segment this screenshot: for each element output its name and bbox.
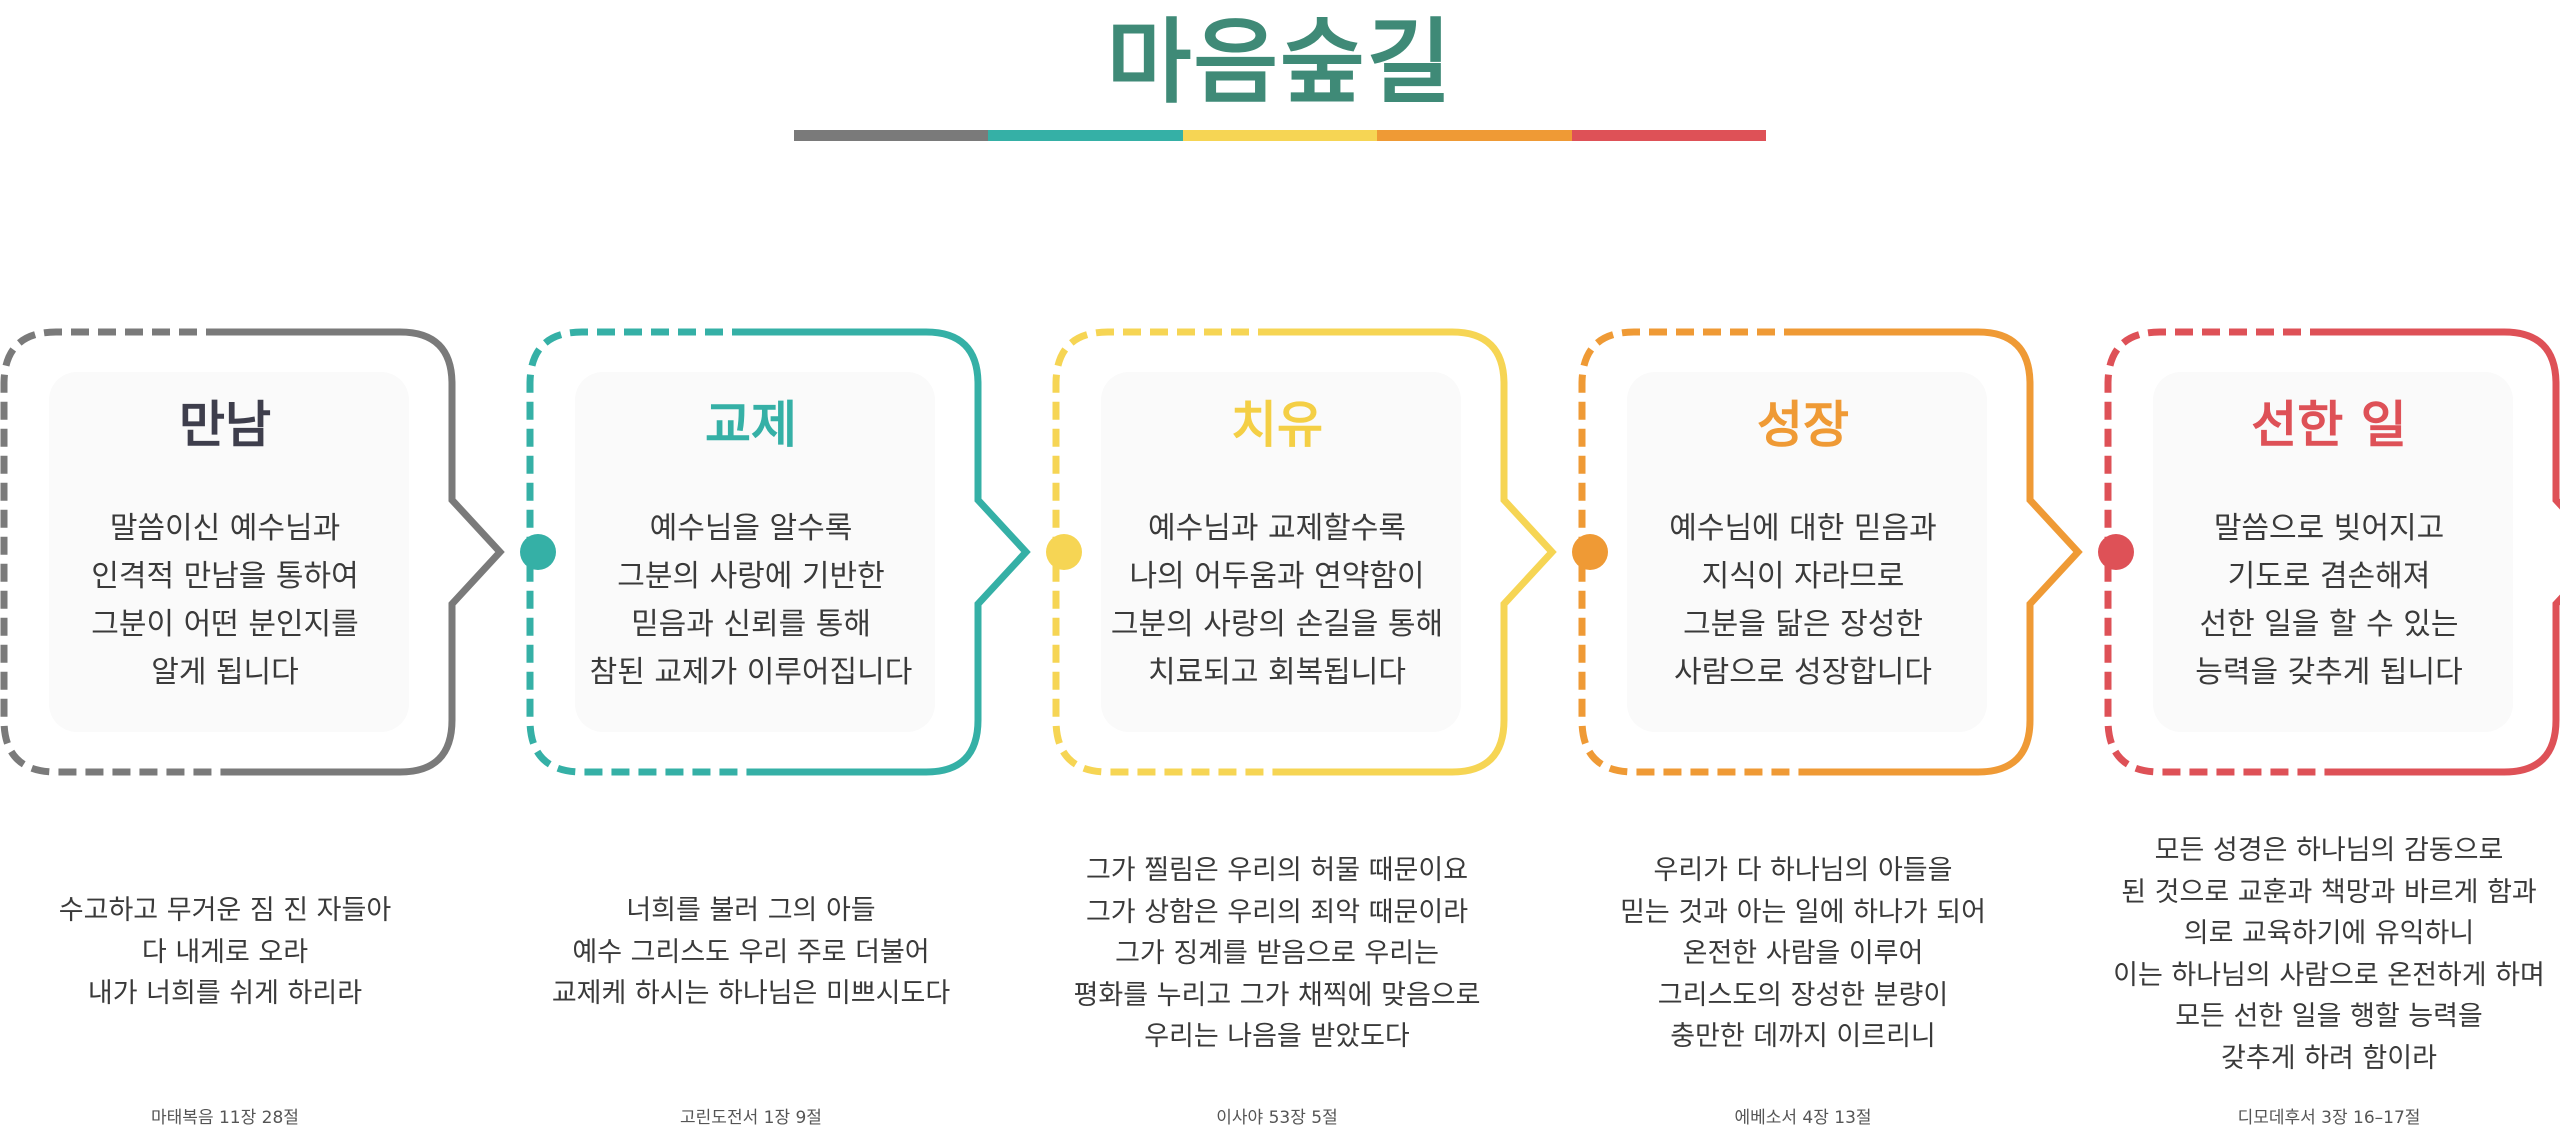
title-bar-segment bbox=[1571, 130, 1767, 141]
stage-description-line: 믿음과 신뢰를 통해 bbox=[631, 607, 871, 642]
stage-description-line: 그분이 어떤 분인지를 bbox=[91, 607, 359, 642]
stage-description-line: 알게 됩니다 bbox=[151, 655, 299, 690]
scripture-verse-line: 다 내게로 오라 bbox=[141, 936, 309, 968]
stage-description-line: 예수님에 대한 믿음과 bbox=[1669, 511, 1937, 546]
page-title: 마음숲길 bbox=[1106, 9, 1454, 116]
stage-description-line: 능력을 갖추게 됩니다 bbox=[2195, 655, 2463, 690]
scripture-reference: 마태복음 11장 28절 bbox=[151, 1108, 299, 1128]
scripture-verse-line: 우리는 나음을 받았도다 bbox=[1144, 1021, 1410, 1052]
scripture-reference: 이사야 53장 5절 bbox=[1216, 1108, 1338, 1128]
stage-description-line: 그분의 사랑에 기반한 bbox=[617, 559, 885, 594]
scripture-verse-line: 너희를 불러 그의 아들 bbox=[626, 895, 876, 926]
scripture-verse-line: 그가 상함은 우리의 죄악 때문이라 bbox=[1085, 896, 1469, 928]
scripture-verse-line: 된 것으로 교훈과 책망과 바르게 함과 bbox=[2121, 876, 2537, 908]
scripture-verse-line: 온전한 사람을 이루어 bbox=[1682, 938, 1924, 969]
stage-description-line: 기도로 겸손해져 bbox=[2227, 559, 2431, 594]
stage-description-line: 말씀이신 예수님과 bbox=[109, 511, 341, 546]
stage-description-line: 인격적 만남을 통하여 bbox=[91, 559, 359, 594]
scripture-verse-line: 그가 찔림은 우리의 허물 때문이요 bbox=[1085, 855, 1469, 886]
scripture-verse-line: 충만한 데까지 이르리니 bbox=[1670, 1021, 1936, 1052]
scripture-verse-line: 평화를 누리고 그가 채찍에 맞음으로 bbox=[1073, 979, 1481, 1011]
scripture-verse-line: 모든 선한 일을 행할 능력을 bbox=[2175, 1001, 2483, 1032]
scripture-verse-line: 갖추게 하려 함이라 bbox=[2221, 1042, 2437, 1074]
stage-description-line: 나의 어두움과 연약함이 bbox=[1129, 559, 1425, 594]
stage-title: 교제 bbox=[705, 396, 797, 454]
scripture-verse-line: 수고하고 무거운 짐 진 자들아 bbox=[58, 895, 392, 926]
scripture-reference: 고린도전서 1장 9절 bbox=[680, 1108, 822, 1128]
stage-description-line: 지식이 자라므로 bbox=[1701, 559, 1905, 594]
scripture-verse-line: 내가 너희를 쉬게 하리라 bbox=[87, 978, 363, 1009]
title-bar-segment bbox=[1182, 130, 1378, 141]
stage-description-line: 말씀으로 빚어지고 bbox=[2213, 511, 2445, 546]
title-bar-segment bbox=[988, 130, 1183, 141]
scripture-verse-line: 우리가 다 하나님의 아들을 bbox=[1653, 855, 1953, 886]
scripture-reference: 디모데후서 3장 16–17절 bbox=[2237, 1108, 2421, 1128]
scripture-verse-line: 이는 하나님의 사람으로 온전하게 하며 bbox=[2113, 959, 2545, 991]
title-bar-segment bbox=[794, 130, 989, 141]
scripture-verse-line: 예수 그리스도 우리 주로 더불어 bbox=[572, 936, 930, 968]
stage-description-line: 예수님을 알수록 bbox=[649, 511, 853, 546]
stage-description-line: 참된 교제가 이루어집니다 bbox=[589, 655, 913, 690]
stage-title: 성장 bbox=[1757, 396, 1849, 454]
scripture-verse-line: 믿는 것과 아는 일에 하나가 되어 bbox=[1620, 896, 1986, 928]
title-bar-segment bbox=[1377, 130, 1572, 141]
scripture-verse-line: 그가 징계를 받음으로 우리는 bbox=[1115, 938, 1439, 969]
stage-description-line: 그분을 닮은 장성한 bbox=[1683, 607, 1923, 642]
scripture-verse-line: 교제케 하시는 하나님은 미쁘시도다 bbox=[551, 978, 951, 1009]
scripture-verse-line: 그리스도의 장성한 분량이 bbox=[1657, 979, 1949, 1011]
stage-description-line: 선한 일을 할 수 있는 bbox=[2199, 607, 2459, 642]
stage-title: 치유 bbox=[1231, 396, 1323, 454]
stage-title: 선한 일 bbox=[2251, 396, 2407, 454]
scripture-verse-line: 모든 성경은 하나님의 감동으로 bbox=[2154, 835, 2504, 866]
stage-title: 만남 bbox=[179, 396, 271, 454]
scripture-verse-line: 의로 교육하기에 유익하니 bbox=[2183, 918, 2475, 949]
title-color-bar bbox=[794, 130, 1767, 141]
scripture-reference: 에베소서 4장 13절 bbox=[1734, 1108, 1872, 1128]
stage-description-line: 사람으로 성장합니다 bbox=[1674, 655, 1932, 690]
stage-description-line: 그분의 사랑의 손길을 통해 bbox=[1110, 607, 1444, 642]
stage-description-line: 치료되고 회복됩니다 bbox=[1148, 655, 1406, 690]
stage-description-line: 예수님과 교제할수록 bbox=[1148, 511, 1406, 546]
